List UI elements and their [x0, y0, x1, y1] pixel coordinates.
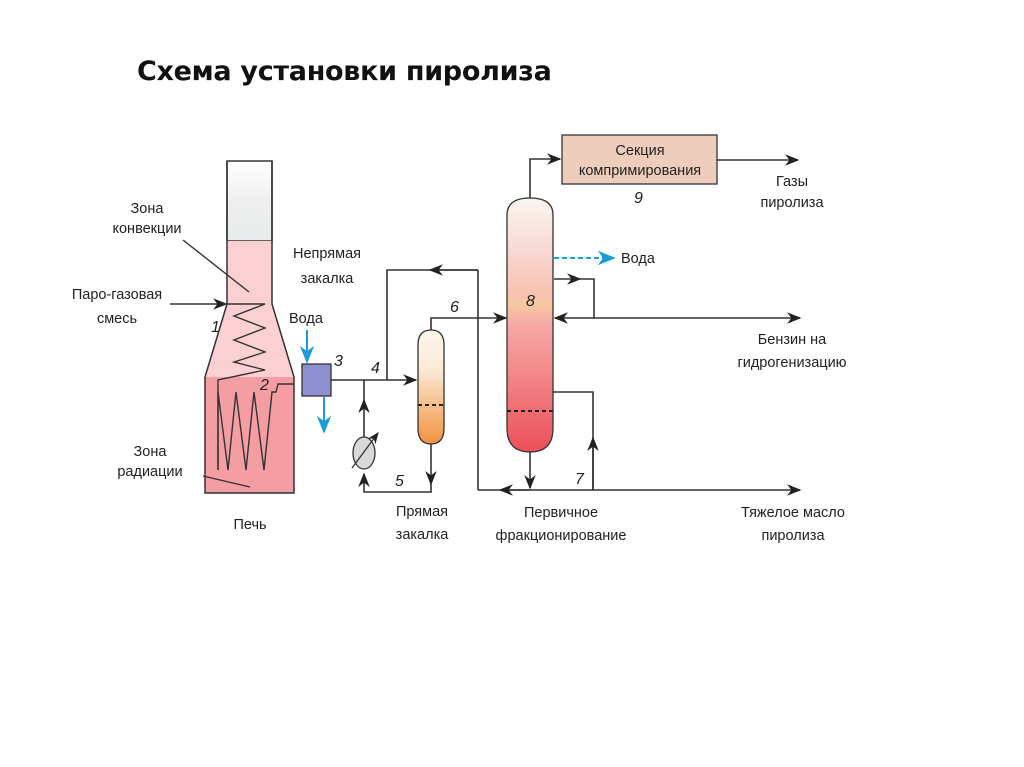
pyrolysis-gases-label-1: Газы — [776, 174, 808, 190]
radiation-coil — [217, 383, 294, 471]
label-number-1: 1 — [211, 319, 220, 336]
convection-zone-leader — [182, 239, 250, 293]
indirect-quench-exchanger — [301, 363, 332, 397]
radiation-zone-leader — [202, 475, 251, 488]
gasoline-label-2: гидрогенизацию — [737, 355, 846, 371]
furnace-chimney — [226, 160, 273, 242]
direct-quench-vessel — [417, 329, 445, 445]
label-number-6: 6 — [450, 299, 459, 316]
label-number-2: 2 — [259, 377, 269, 394]
compression-section-label-2: компримирования — [579, 163, 701, 179]
label-number-9: 9 — [634, 190, 643, 207]
line-6-pipe — [430, 312, 508, 330]
fractionation-column — [506, 197, 554, 453]
primary-fractionation-label-1: Первичное — [524, 505, 598, 521]
furnace-label: Печь — [233, 517, 266, 533]
primary-fractionation-label-2: фракционирование — [496, 528, 627, 544]
cooler-control-arrow — [351, 432, 379, 469]
gasoline-label-1: Бензин на — [758, 332, 827, 348]
label-number-5: 5 — [395, 473, 404, 490]
convection-coil — [217, 303, 268, 470]
furnace-outline — [204, 161, 295, 494]
direct-quench-label-1: Прямая — [396, 504, 448, 520]
water-in-label: Вода — [289, 311, 324, 327]
indirect-quench-label-2: закалка — [301, 271, 355, 287]
label-number-4: 4 — [371, 360, 380, 377]
heavy-oil-label-2: пиролиза — [761, 528, 825, 544]
page-title: Схема установки пиролиза — [137, 56, 552, 87]
feed-label-2: смесь — [97, 311, 137, 327]
direct-quench-label-2: закалка — [396, 527, 450, 543]
label-number-7: 7 — [575, 471, 585, 488]
label-number-3: 3 — [334, 353, 343, 370]
convection-zone-label-2: конвекции — [112, 221, 181, 237]
compression-section-box — [561, 134, 718, 185]
column-overhead-pipe — [529, 153, 562, 198]
heavy-oil-label-1: Тяжелое масло — [741, 505, 845, 521]
side-draw-pipe — [553, 391, 594, 490]
label-number-8: 8 — [526, 293, 535, 310]
pyrolysis-gases-label-2: пиролиза — [760, 195, 824, 211]
feed-label-1: Паро-газовая — [72, 287, 162, 303]
indirect-quench-label-1: Непрямая — [293, 246, 361, 262]
radiation-zone-label-2: радиации — [117, 464, 182, 480]
convection-zone-label-1: Зона — [131, 201, 165, 217]
line-5-pipe — [358, 472, 432, 493]
compression-section-label-1: Секция — [615, 143, 664, 159]
radiation-zone-label-1: Зона — [134, 444, 168, 460]
reflux-loop — [580, 278, 595, 318]
water-out-label: Вода — [621, 251, 656, 267]
